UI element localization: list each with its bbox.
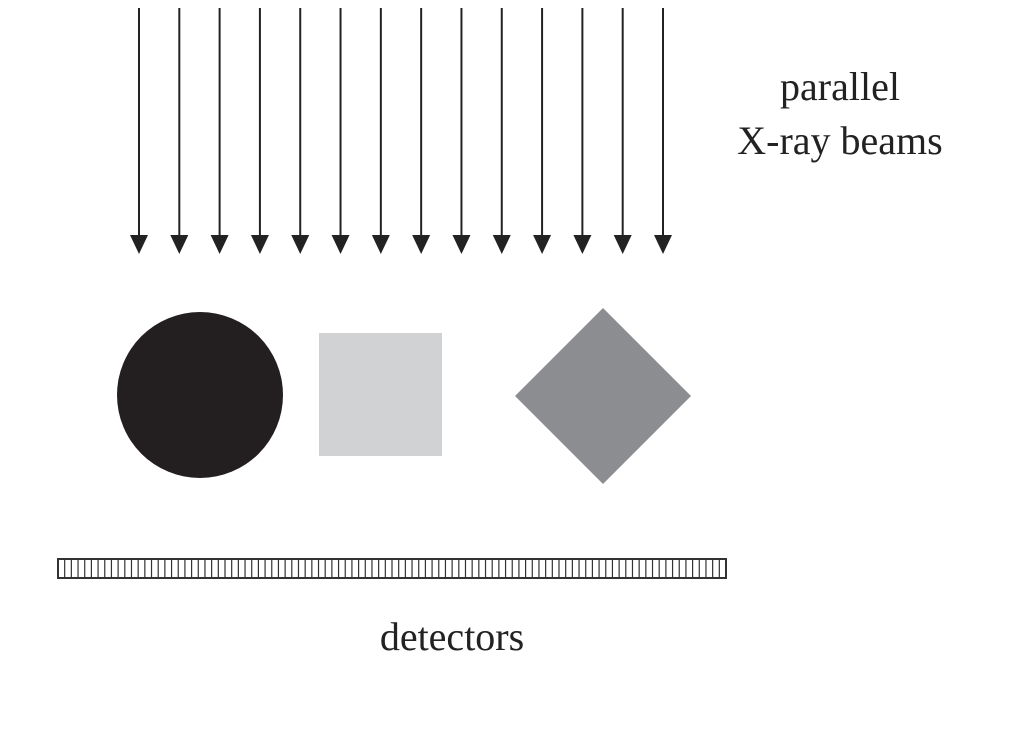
beam-arrow [210, 8, 229, 254]
beam-arrow [654, 8, 672, 254]
beam-arrowhead [170, 235, 189, 254]
beam-label-line2: X-ray beams [737, 118, 943, 163]
imaged-objects [117, 308, 691, 484]
beam-arrowhead [331, 235, 350, 254]
beam-arrow [331, 8, 350, 254]
beam-arrow [613, 8, 632, 254]
beam-arrowhead [210, 235, 229, 254]
beam-arrow [170, 8, 189, 254]
beam-arrowhead [452, 235, 471, 254]
xray-beams [130, 8, 672, 254]
beam-arrow [371, 8, 390, 254]
beam-arrowhead [533, 235, 552, 254]
beam-arrow [412, 8, 431, 254]
beam-arrowhead [412, 235, 431, 254]
beam-arrow [291, 8, 310, 254]
beam-label-line1: parallel [780, 64, 900, 109]
square-object [319, 333, 442, 456]
beam-arrowhead [573, 235, 592, 254]
beam-arrow [452, 8, 471, 254]
beam-arrow [250, 8, 269, 254]
beam-arrowhead [371, 235, 390, 254]
detector-array [57, 558, 727, 579]
detector-label: detectors [379, 614, 525, 659]
beam-arrowhead [492, 235, 511, 254]
beam-arrowhead [654, 235, 672, 254]
beam-arrow [130, 8, 148, 254]
beam-arrowhead [130, 235, 148, 254]
beam-arrowhead [250, 235, 269, 254]
beam-arrow [573, 8, 592, 254]
beam-arrowhead [291, 235, 310, 254]
beam-label: parallel X-ray beams [700, 60, 980, 168]
beam-arrowhead [613, 235, 632, 254]
beam-arrow [492, 8, 511, 254]
diamond-object [515, 308, 691, 484]
beam-arrow [533, 8, 552, 254]
circle-object [117, 312, 283, 478]
